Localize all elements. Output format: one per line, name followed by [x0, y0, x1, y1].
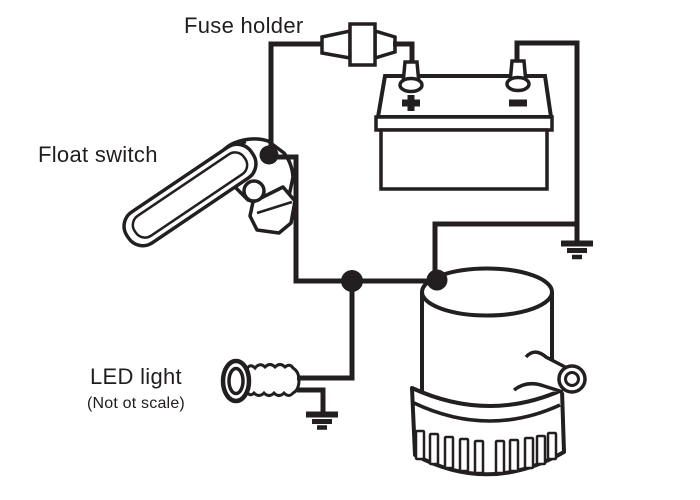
pump-outlet-bottom-edge [512, 381, 564, 394]
float-switch-label: Float switch [38, 142, 158, 167]
wire-pump-to-ground [432, 221, 577, 274]
wires [268, 40, 580, 414]
wire-junction-dot-switch [259, 145, 279, 165]
led-threaded-body [245, 363, 301, 397]
float-switch-arm-inner-line [131, 151, 249, 239]
fuse-holder-label: Fuse holder [184, 13, 304, 38]
battery-terminal-positive-base [398, 76, 424, 94]
inline-fuse-icon [320, 22, 397, 67]
wire-fuse-to-battery-positive [393, 41, 415, 62]
pump-base-rim-line [413, 401, 561, 423]
wire-battery-negative-to-ground [514, 40, 580, 241]
led-light-icon [220, 358, 301, 404]
float-switch-pivot-hole [242, 179, 266, 203]
battery-rim [374, 115, 554, 132]
wire-switch-to-fuse [268, 41, 322, 152]
pump-outlet-top-edge [524, 350, 568, 370]
wire-switch-to-pump [269, 154, 434, 284]
minus-mark-icon [509, 99, 527, 107]
plus-mark-icon [402, 95, 420, 111]
wire-led-to-ground [297, 387, 326, 414]
fuse-right-cone [373, 28, 397, 61]
fuse-left-cone [320, 28, 352, 61]
ground-symbol-left [306, 411, 338, 430]
bilge-pump-icon [410, 266, 587, 477]
float-switch-bracket-fold [256, 200, 293, 215]
led-lens [227, 366, 245, 396]
wire-junction-dot-led-tap [341, 270, 363, 292]
battery-body [379, 128, 549, 191]
float-switch-arm [122, 142, 258, 248]
battery-icon [374, 59, 554, 191]
pump-strainer-slots [414, 429, 558, 475]
pump-outlet-bore [564, 371, 580, 387]
pump-top-cap [420, 266, 554, 318]
ground-symbol-right [561, 240, 593, 260]
pump-outlet-pipe [512, 350, 587, 394]
pump-motor-body [422, 288, 552, 406]
wire-junction-dot-pump [426, 269, 448, 291]
fuse-barrel [348, 22, 377, 67]
battery-terminal-negative-base [505, 75, 531, 93]
led-scale-note-label: (Not ot scale) [87, 395, 185, 412]
wire-junction-to-led [297, 278, 355, 381]
led-light-label: LED light [90, 364, 182, 389]
